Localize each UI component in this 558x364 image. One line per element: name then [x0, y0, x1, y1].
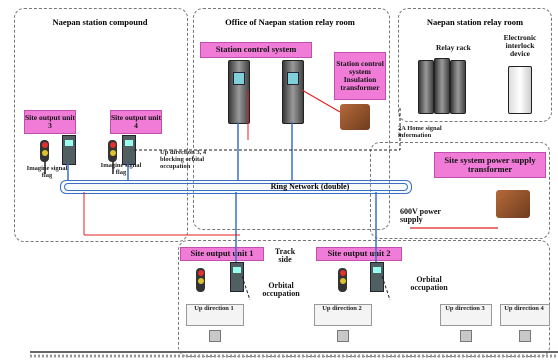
electronic-interlock-cabinet [508, 66, 532, 114]
ring-network-label: Ring Network (double) [270, 182, 350, 191]
office-title: Office of Naepan station relay room [225, 17, 355, 27]
compound-title: Naepan station compound [52, 17, 148, 27]
signal-pole-left [44, 160, 46, 174]
site-unit2-label: Site output unit 2 [327, 248, 391, 259]
relay-room-region [398, 8, 552, 122]
site-unit2-box: Site output unit 2 [316, 247, 402, 261]
power-transformer-box: Site system power supply transformer [434, 152, 546, 178]
site-unit3-box: Site output unit 3 [24, 110, 76, 134]
signal-light-unit2 [338, 268, 347, 292]
up-direction-label-3: Up direction 3 [445, 305, 485, 312]
up-direction-block-4 [500, 304, 550, 326]
up-direction-block-3 [440, 304, 492, 326]
relay-rack-cabinet-1 [418, 60, 434, 114]
station-control-box: Station control system [200, 42, 312, 58]
up-direction-block-1 [186, 304, 244, 326]
site-unit4-label: Site output unit 4 [111, 112, 162, 130]
up-direction-block-2 [314, 304, 372, 326]
signal-light-left [40, 140, 49, 162]
station-control-cabinet-1 [228, 60, 250, 124]
relay-rack-cabinet-2 [434, 58, 450, 114]
power-transformer-icon [496, 190, 530, 218]
relay-rack-label: Relay rack [436, 43, 471, 52]
up-direction-device-2 [337, 330, 349, 342]
site-unit4-box: Site output unit 4 [110, 110, 162, 134]
orbital-occupation-right-label: Orbital occupation [410, 275, 448, 293]
site-unit4-device [122, 135, 136, 165]
signal-light-unit1 [196, 268, 205, 292]
insulation-transformer-icon [340, 104, 370, 130]
track-side-label: Track side [274, 247, 296, 265]
site-unit2-device [370, 262, 384, 292]
up-direction-34-label: Up direction 3, 4 blocking orbital occup… [160, 149, 207, 170]
insulation-transformer-box: Station control system Insulation transf… [334, 52, 386, 100]
imagine-flag-right-label: Imagine signal flag [100, 162, 142, 176]
up-direction-label-4: Up direction 4 [504, 305, 544, 312]
signal-light-right [108, 140, 117, 162]
station-control-label: Station control system [215, 44, 297, 55]
site-unit3-device [62, 135, 76, 165]
electronic-interlock-label: Electronic interlock device [503, 33, 537, 58]
site-unit1-label: Site output unit 1 [190, 248, 254, 259]
signal-pole-right [112, 160, 114, 174]
site-unit3-label: Site output unit 3 [25, 112, 76, 130]
up-direction-device-4 [519, 330, 531, 342]
home-signal-label: 2A Home signal information [398, 125, 442, 139]
power-600v-label: 600V power supply [400, 207, 441, 225]
site-unit1-box: Site output unit 1 [180, 247, 264, 261]
up-direction-label-2: Up direction 2 [322, 305, 362, 312]
up-direction-label-1: Up direction 1 [194, 305, 234, 312]
orbital-occupation-left-label: Orbital occupation [262, 281, 300, 299]
up-direction-device-1 [209, 330, 221, 342]
ring-network-inner [64, 183, 408, 191]
office-region [193, 8, 390, 230]
relay-rack-cabinet-3 [450, 60, 466, 114]
station-control-cabinet-2 [282, 60, 304, 124]
relay-room-title: Naepan station relay room [426, 17, 524, 27]
compound-region [14, 8, 188, 242]
site-unit1-device [230, 262, 244, 292]
up-direction-device-3 [460, 330, 472, 342]
power-transformer-label: Site system power supply transformer [444, 154, 536, 174]
imagine-flag-left-label: Imagine signal flag [26, 165, 68, 179]
insulation-transformer-label: Station control system Insulation transf… [336, 58, 384, 93]
